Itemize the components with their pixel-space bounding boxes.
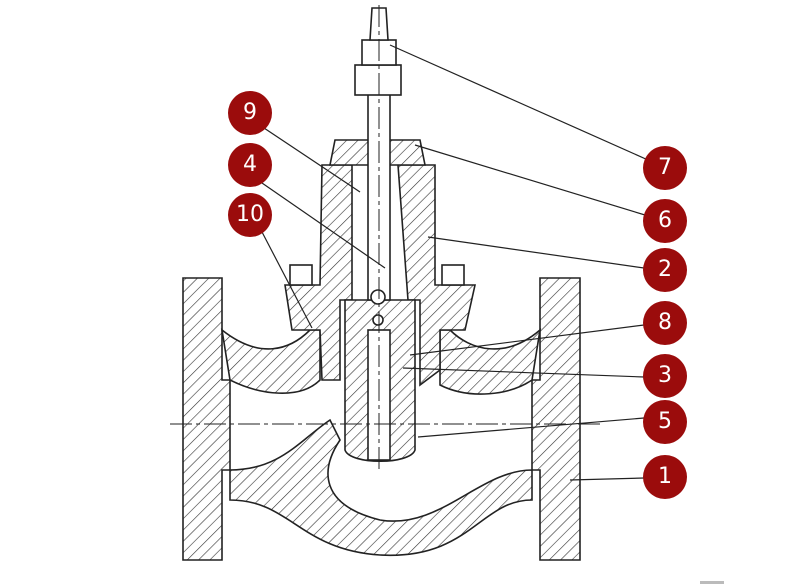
right-flange — [531, 277, 581, 561]
callout-2: 2 — [643, 248, 687, 292]
callout-8: 8 — [643, 301, 687, 345]
pin-lower — [372, 314, 384, 326]
leader-lines — [261, 44, 649, 481]
nut — [354, 64, 402, 96]
bolt-left — [289, 264, 313, 286]
callout-4: 4 — [228, 143, 272, 187]
callout-10: 10 — [228, 193, 272, 237]
callout-3: 3 — [643, 354, 687, 398]
callout-1: 1 — [643, 455, 687, 499]
left-flange — [182, 277, 231, 561]
callout-6: 6 — [643, 199, 687, 243]
callout-5: 5 — [643, 400, 687, 444]
valve-body-upper — [220, 328, 321, 394]
scrollbar-thumb[interactable] — [700, 581, 724, 584]
callout-9: 9 — [228, 91, 272, 135]
valve-body-lower — [229, 418, 533, 556]
bonnet-right — [397, 164, 476, 387]
valve-body-upper-right — [439, 327, 542, 395]
callout-7: 7 — [643, 146, 687, 190]
bolt-right — [441, 264, 465, 286]
pin — [370, 289, 386, 305]
